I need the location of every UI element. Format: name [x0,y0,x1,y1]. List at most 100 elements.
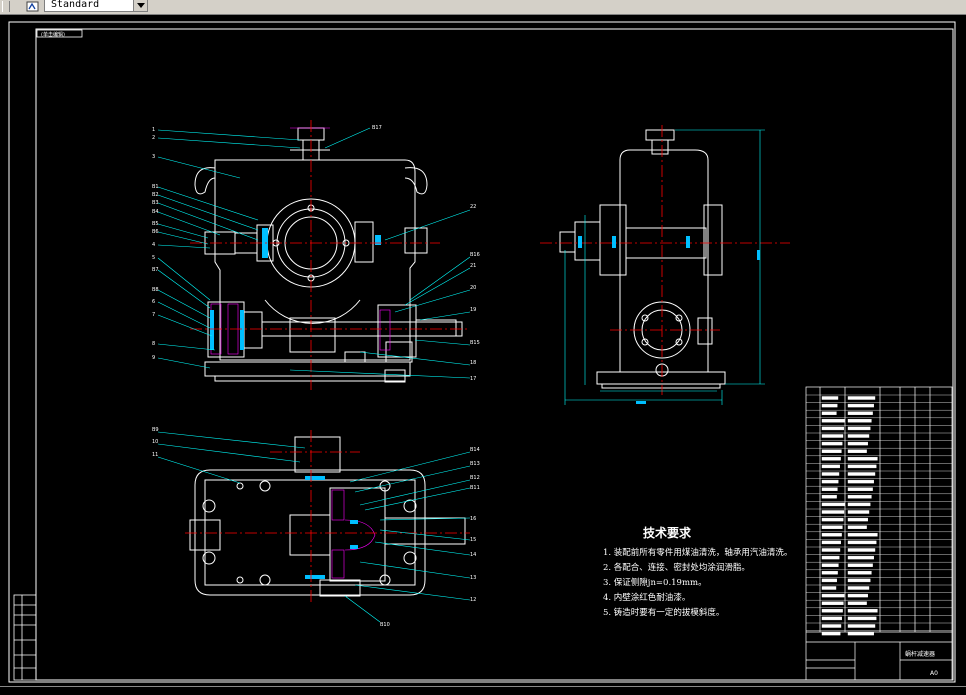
top-leaders [157,431,471,623]
bom-cell-text [847,426,871,431]
bom-cell-text [821,609,843,613]
svg-text:B16: B16 [470,252,480,258]
top-centerlines [185,430,470,605]
svg-text:B9: B9 [152,427,159,433]
bom-cell-text [847,457,878,461]
svg-text:B13: B13 [470,461,480,467]
svg-text:B8: B8 [152,287,159,293]
svg-text:B10: B10 [380,622,390,628]
svg-text:B1: B1 [152,184,159,190]
front-leaders-left [157,127,471,379]
bom-cell-text [847,487,873,491]
revision-strip [13,594,37,681]
bom-cell-text [847,631,874,636]
text-style-value: Standard [51,0,100,10]
drawing-name: 蜗杆减速器 [905,650,935,658]
bom-cell-text [847,419,872,423]
svg-text:17: 17 [470,376,476,382]
top-view [189,436,466,597]
bom-cell-text [847,464,877,469]
bom-cell-text [847,510,870,514]
svg-text:B14: B14 [470,447,480,453]
svg-text:8: 8 [152,341,155,347]
toolbar-gap [0,15,966,19]
cad-drawing: (单击编辑) [8,21,956,683]
svg-text:B6: B6 [152,229,159,235]
svg-text:6: 6 [152,299,155,305]
bom-cell-text [821,502,845,507]
bom-cell-text [821,540,841,545]
bom-cell-text [847,555,874,560]
front-view [194,127,463,383]
corner-tag-box [36,29,83,38]
svg-text:20: 20 [470,285,476,291]
bom-cell-text [821,479,839,484]
bom-cell-text [847,396,876,400]
bom-rows [806,394,952,636]
bom-cell-text [821,563,839,567]
drawing-viewport[interactable]: (单击编辑) [6,19,962,685]
svg-text:18: 18 [470,360,476,366]
tech-req-item-1: 1. 装配前所有零件用煤油清洗，轴承用汽油清洗。 [603,548,793,558]
svg-text:15: 15 [470,537,476,543]
bom-cell-text [821,593,845,598]
bom-cell-text [847,593,868,598]
text-style-combo[interactable]: Standard [44,0,148,12]
bom-cell-text [847,571,872,575]
svg-text:B5: B5 [152,221,159,227]
bom-cell-text [847,586,870,590]
bom-cell-text [847,563,873,567]
chevron-down-icon[interactable] [133,0,147,11]
toolbar-grip[interactable] [2,1,10,12]
tech-req-item-5: 5. 铸造时要有一定的拔模斜度。 [603,608,725,618]
svg-text:B15: B15 [470,340,480,346]
bom-cell-text [847,624,876,628]
section-hatch [210,127,391,355]
sheet-inner-border [35,28,954,681]
bom-cell-text [847,411,873,415]
bom-cell-text [821,403,838,408]
svg-text:22: 22 [470,204,476,210]
bom-cell-text [821,457,841,461]
bom-cell-text [821,426,844,431]
svg-text:19: 19 [470,307,476,313]
bom-cell-text [821,419,845,423]
bom-cell-text [821,434,844,438]
bom-cell-text [821,548,841,552]
sheet-size: A0 [930,670,938,677]
top-view-highlights [305,476,358,579]
tech-req-title: 技术要求 [643,526,692,540]
bom-cell-text [847,540,877,545]
bom-cell-text [821,472,840,476]
svg-text:B4: B4 [152,209,159,215]
bom-cell-text [821,586,837,590]
svg-text:B3: B3 [152,200,159,206]
bom-cell-text [821,624,842,628]
bom-cell-text [821,510,845,514]
properties-toolbar: Standard [0,0,966,15]
bom-cell-text [847,403,874,408]
side-dimensions [564,129,765,405]
bom-cell-text [821,525,843,529]
bom-cell-text [847,533,878,537]
bom-cell-text [847,434,870,438]
front-centerlines [190,120,470,390]
bom-cell-text [821,555,840,560]
svg-text:1: 1 [152,127,155,133]
bom-cell-text [847,441,868,446]
svg-text:5: 5 [152,255,155,261]
text-style-icon[interactable] [26,1,40,13]
bom-cell-text [821,464,840,469]
bom-cell-text [821,411,837,415]
bom-cell-text [847,502,871,507]
svg-text:12: 12 [470,597,476,603]
svg-text:14: 14 [470,552,476,558]
svg-text:B17: B17 [372,125,382,131]
tech-req-item-4: 4. 内壁涂红色耐油漆。 [603,593,691,603]
svg-text:B7: B7 [152,267,159,273]
bom-cell-text [847,616,877,621]
svg-text:2: 2 [152,135,155,141]
bom-cell-text [847,578,871,583]
